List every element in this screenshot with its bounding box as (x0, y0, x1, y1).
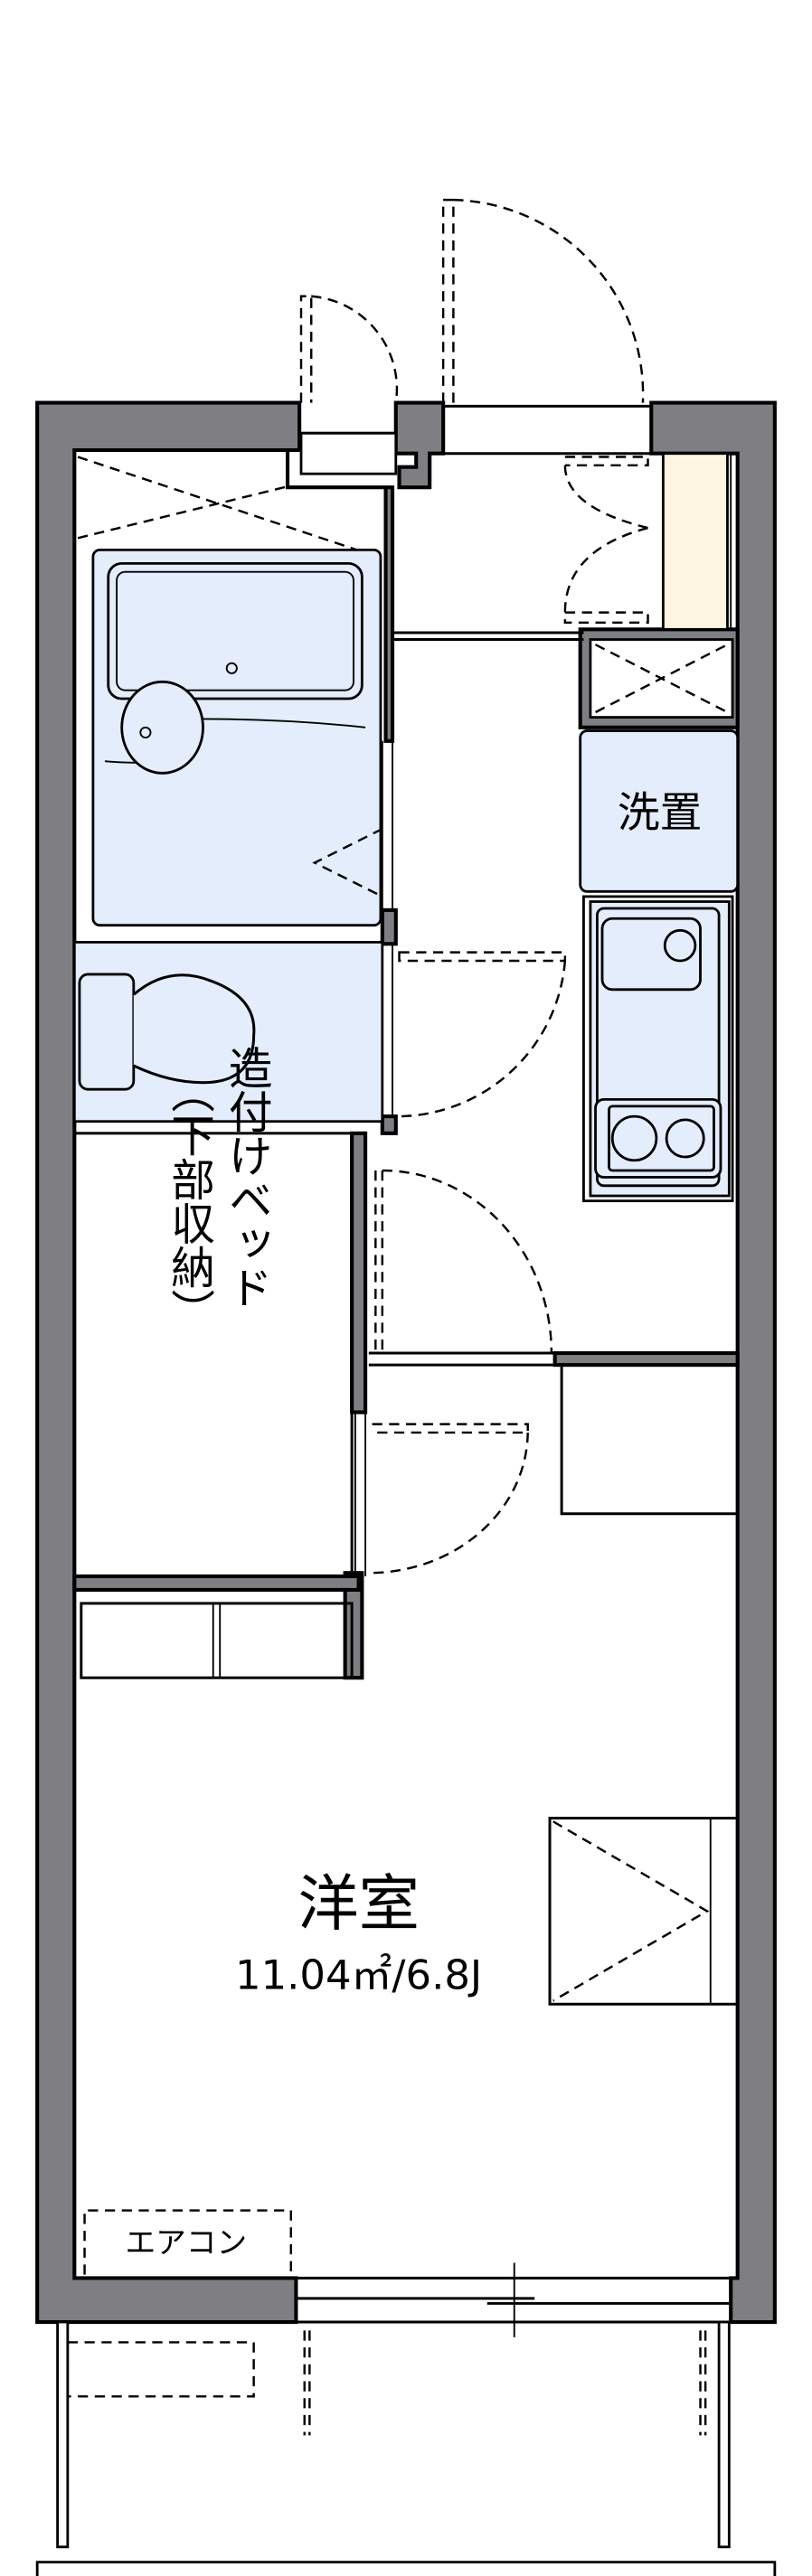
room-name: 洋室 (297, 1867, 420, 1939)
washer-space: 洗置 (579, 729, 740, 893)
balcony (35, 2320, 777, 2576)
shoe-cabinet (563, 452, 732, 631)
kitchen-counter (582, 895, 734, 1203)
window-unit (548, 1817, 740, 2006)
toilet (72, 941, 567, 1123)
room-area: 11.04㎡/6.8J (235, 1951, 482, 1998)
fridge-space (589, 638, 734, 719)
bathroom (77, 456, 383, 927)
balcony-window (296, 2262, 732, 2337)
closet-shelf (80, 1602, 354, 1679)
entrance-door-swing (299, 198, 645, 403)
washer-label: 洗置 (618, 789, 703, 838)
aircon-label: エアコン (125, 2224, 247, 2260)
aircon: エアコン (83, 2209, 292, 2275)
bed-label-line2: （下部収納） (165, 1069, 215, 1333)
storage-box (560, 1363, 740, 1516)
bed-label-line1: 造付けベッド (222, 1046, 272, 1310)
built-in-bed: 造付けベッド （下部収納） (72, 1046, 354, 1578)
